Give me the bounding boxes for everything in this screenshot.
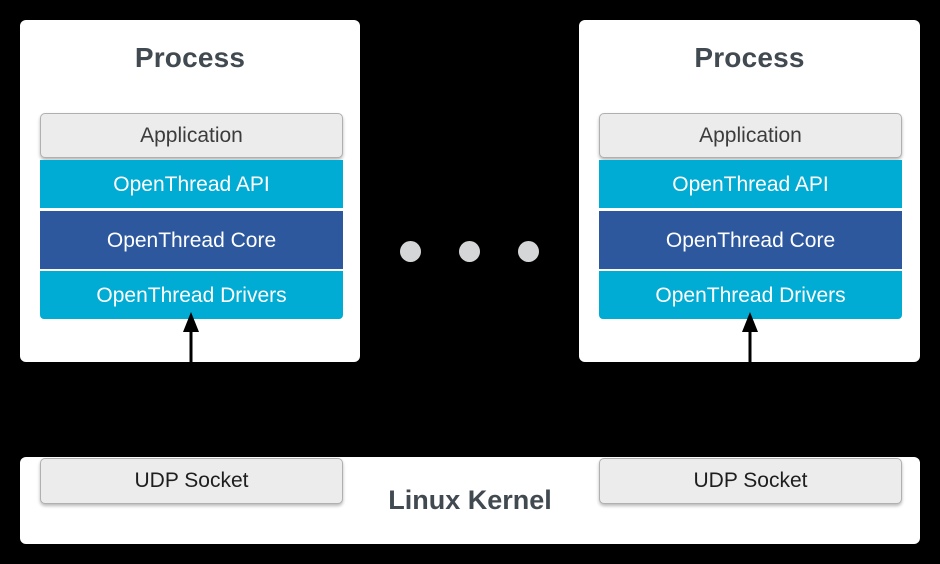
ellipsis-dot-1 xyxy=(400,241,421,262)
layer-application-right: Application xyxy=(599,113,902,158)
layer-openthread-core-left: OpenThread Core xyxy=(40,211,343,269)
udp-socket-left: UDP Socket xyxy=(40,458,343,504)
layer-openthread-drivers-right: OpenThread Drivers xyxy=(599,271,902,319)
linux-kernel-title: Linux Kernel xyxy=(388,485,552,515)
process-title-left: Process xyxy=(134,42,246,73)
arrow-up-icon-right xyxy=(739,312,761,364)
ellipsis-dot-2 xyxy=(459,241,480,262)
process-title-right: Process xyxy=(694,42,805,73)
layer-openthread-core-right: OpenThread Core xyxy=(599,211,902,269)
layer-openthread-drivers-left: OpenThread Drivers xyxy=(40,271,343,319)
layer-application-left: Application xyxy=(40,113,343,158)
layer-openthread-api-right: OpenThread API xyxy=(599,160,902,208)
udp-socket-right: UDP Socket xyxy=(599,458,902,504)
arrow-up-icon-left xyxy=(180,312,202,364)
layer-openthread-api-left: OpenThread API xyxy=(40,160,343,208)
ellipsis-dot-3 xyxy=(518,241,539,262)
